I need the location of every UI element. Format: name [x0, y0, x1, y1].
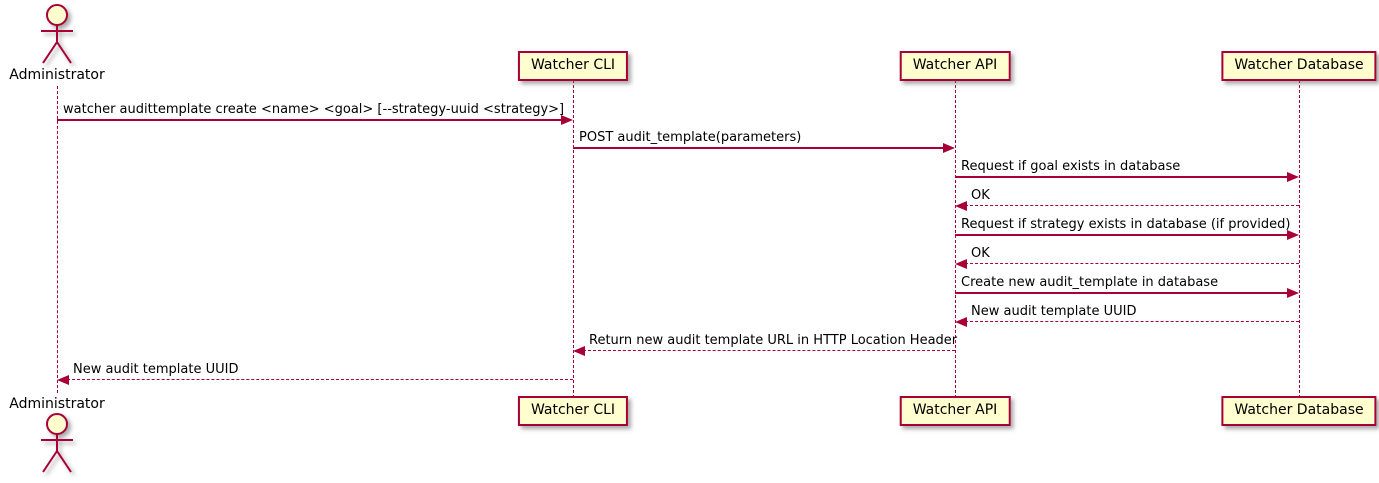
message-label-8: New audit template UUID [971, 304, 1137, 319]
participant-watcher-database-top: Watcher Database [1221, 51, 1377, 81]
arrowhead-3 [1287, 172, 1299, 182]
actor-administrator-bottom-label: Administrator [9, 396, 105, 412]
lifeline-watcher-api [955, 80, 956, 398]
lifeline-watcher-cli [573, 80, 574, 398]
actor-administrator-top-figure [34, 3, 80, 69]
message-line-7 [955, 292, 1289, 294]
arrowhead-8 [955, 317, 967, 327]
participant-watcher-cli-bottom: Watcher CLI [517, 396, 629, 426]
message-line-8 [965, 321, 1299, 322]
arrowhead-1 [561, 115, 573, 125]
message-line-3 [955, 176, 1289, 178]
participant-watcher-database-bottom: Watcher Database [1221, 396, 1377, 426]
message-label-2: POST audit_template(parameters) [579, 130, 802, 145]
actor-administrator-top-label: Administrator [9, 67, 105, 83]
actor-administrator-bottom-figure [34, 412, 80, 478]
arrowhead-2 [943, 143, 955, 153]
message-line-10 [67, 379, 573, 380]
participant-watcher-api-top: Watcher API [899, 51, 1011, 81]
arrowhead-9 [573, 346, 585, 356]
message-line-5 [955, 234, 1289, 236]
message-label-1: watcher audittemplate create <name> <goa… [63, 102, 565, 117]
message-label-4: OK [971, 188, 990, 203]
message-line-6 [965, 263, 1299, 264]
message-label-5: Request if strategy exists in database (… [961, 217, 1291, 232]
message-label-3: Request if goal exists in database [961, 159, 1181, 174]
message-label-10: New audit template UUID [73, 362, 239, 377]
message-line-2 [573, 147, 945, 149]
arrowhead-5 [1287, 230, 1299, 240]
arrowhead-10 [57, 375, 69, 385]
message-line-1 [57, 119, 563, 121]
message-line-4 [965, 205, 1299, 206]
message-label-6: OK [971, 246, 990, 261]
lifeline-administrator [57, 86, 58, 393]
message-label-7: Create new audit_template in database [961, 275, 1219, 290]
arrowhead-6 [955, 259, 967, 269]
arrowhead-7 [1287, 288, 1299, 298]
participant-watcher-cli-top: Watcher CLI [517, 51, 629, 81]
participant-watcher-api-bottom: Watcher API [899, 396, 1011, 426]
message-label-9: Return new audit template URL in HTTP Lo… [589, 333, 958, 348]
lifeline-watcher-database [1299, 80, 1300, 398]
arrowhead-4 [955, 201, 967, 211]
message-line-9 [583, 350, 955, 351]
